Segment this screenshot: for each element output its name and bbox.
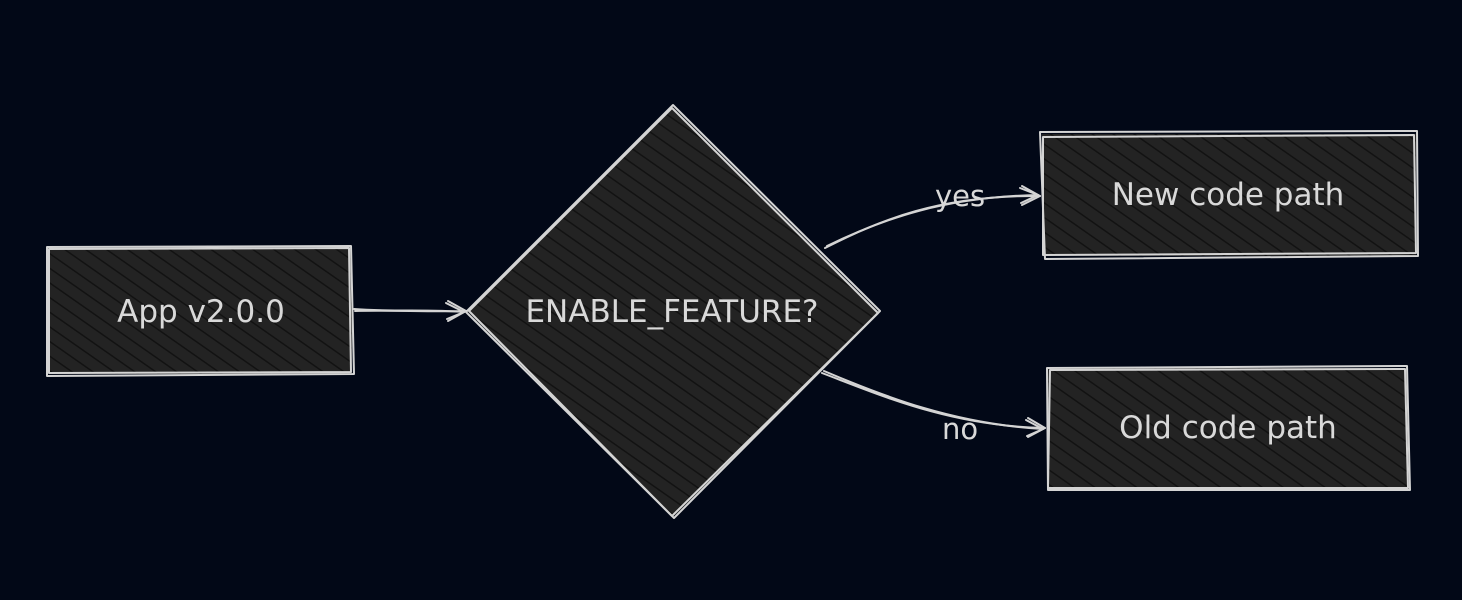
node-app[interactable]: App v2.0.0 xyxy=(46,245,355,377)
node-old-path-fill xyxy=(1048,368,1408,489)
arrowhead-icon xyxy=(1025,417,1046,438)
node-old-path[interactable]: Old code path xyxy=(1046,365,1411,491)
edge-label-yes: yes xyxy=(935,179,985,213)
node-app-fill xyxy=(48,248,352,374)
node-new-path-label: New code path xyxy=(1112,177,1345,213)
node-decision-label: ENABLE_FEATURE? xyxy=(525,294,818,330)
node-old-path-label: Old code path xyxy=(1119,410,1337,446)
arrowhead-icon xyxy=(1019,185,1041,206)
edge-decision-to-old-path xyxy=(821,370,1046,438)
node-decision[interactable]: ENABLE_FEATURE? xyxy=(465,104,881,519)
edge-label-no: no xyxy=(942,412,978,446)
node-app-label: App v2.0.0 xyxy=(117,294,285,330)
edge-decision-to-new-path xyxy=(824,185,1041,249)
edge-app-to-decision xyxy=(353,300,467,322)
node-new-path-fill xyxy=(1042,134,1416,256)
node-new-path[interactable]: New code path xyxy=(1039,130,1419,260)
